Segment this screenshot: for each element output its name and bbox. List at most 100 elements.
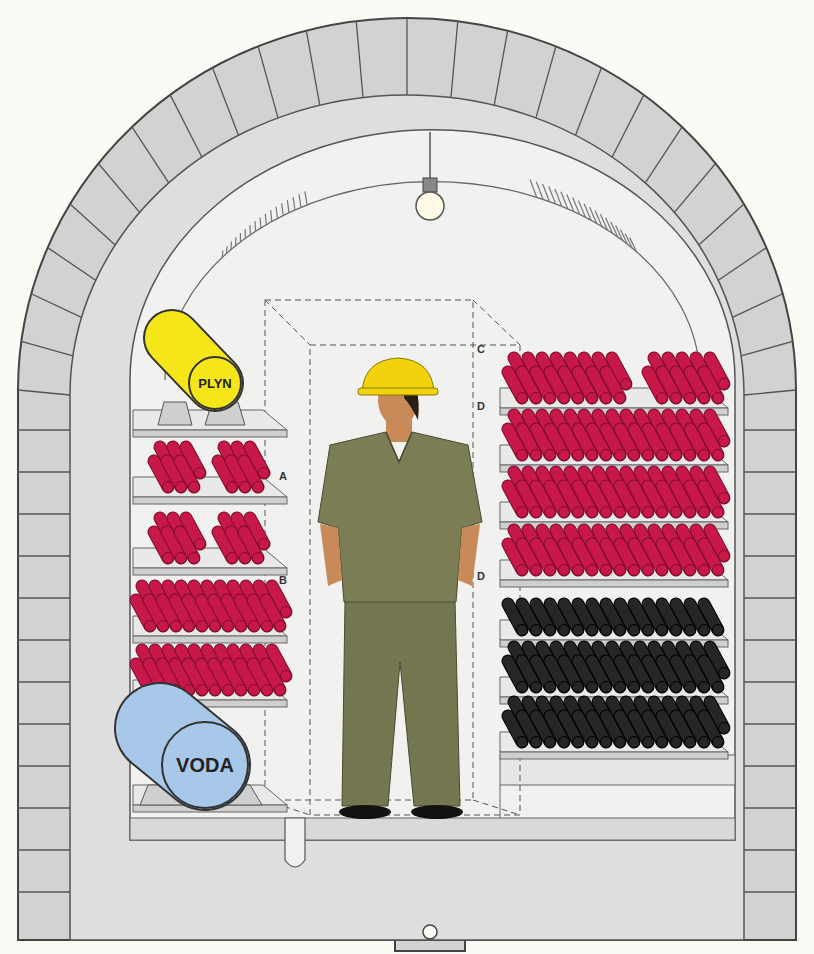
worker-arm bbox=[320, 524, 342, 586]
callout-letter: A bbox=[279, 470, 287, 482]
cylinder-end bbox=[189, 357, 241, 409]
stick-end bbox=[643, 507, 654, 518]
hatch-line bbox=[271, 210, 272, 222]
stick-end bbox=[253, 482, 264, 493]
shelf-edge bbox=[500, 580, 728, 587]
stone-joint bbox=[306, 31, 319, 106]
water-tank: VODA bbox=[161, 721, 249, 809]
stick-end bbox=[713, 682, 724, 693]
stone-joint bbox=[170, 95, 202, 157]
stick-end bbox=[275, 685, 286, 696]
stick-end bbox=[615, 450, 626, 461]
stick-end bbox=[531, 682, 542, 693]
stone-joint bbox=[18, 723, 70, 724]
hatch-line bbox=[584, 204, 591, 221]
stick-end bbox=[253, 553, 264, 564]
stick-end bbox=[671, 450, 682, 461]
stick-end bbox=[545, 625, 556, 636]
hatch-line bbox=[222, 250, 224, 258]
hatch-line bbox=[249, 225, 251, 235]
stick-end bbox=[517, 625, 528, 636]
stone-joint bbox=[132, 127, 169, 183]
stick-end bbox=[719, 493, 730, 504]
stick-end bbox=[643, 737, 654, 748]
stone-joint bbox=[18, 849, 70, 850]
stick-end bbox=[601, 625, 612, 636]
stick-end bbox=[643, 625, 654, 636]
stick-end bbox=[517, 507, 528, 518]
floor-slab bbox=[130, 818, 735, 840]
stick-end bbox=[719, 436, 730, 447]
stone-joint bbox=[718, 248, 766, 281]
stick-end bbox=[559, 737, 570, 748]
gas-cylinder: PLYN bbox=[188, 356, 242, 410]
stick-end bbox=[281, 607, 292, 618]
cylinder-end bbox=[162, 722, 248, 808]
callout-letter: D bbox=[477, 570, 485, 582]
stick-end bbox=[657, 682, 668, 693]
stick-end bbox=[517, 450, 528, 461]
hatch-line bbox=[536, 182, 543, 200]
stick-end bbox=[685, 565, 696, 576]
hatch-line bbox=[590, 207, 597, 224]
stick-end bbox=[699, 507, 710, 518]
stick-end bbox=[587, 565, 598, 576]
bulb-wire bbox=[429, 132, 431, 180]
stick-end bbox=[629, 565, 640, 576]
stick-end bbox=[531, 450, 542, 461]
shelf-base-edge bbox=[500, 785, 501, 818]
stone-joint bbox=[70, 204, 115, 245]
stick-end bbox=[517, 737, 528, 748]
stone-joint bbox=[258, 46, 278, 118]
stick-end bbox=[699, 450, 710, 461]
hatch-line bbox=[606, 218, 613, 234]
stone-joint bbox=[744, 891, 796, 892]
stick-end bbox=[531, 625, 542, 636]
stone-joint bbox=[744, 681, 796, 682]
stick-end bbox=[699, 625, 710, 636]
stick-end bbox=[685, 625, 696, 636]
stick-end bbox=[573, 625, 584, 636]
stick-end bbox=[699, 737, 710, 748]
hatch-line bbox=[611, 222, 618, 238]
stone-joint bbox=[18, 891, 70, 892]
stick-end bbox=[573, 450, 584, 461]
hatch-line bbox=[293, 197, 295, 210]
hatch-line bbox=[276, 207, 277, 219]
stick-end bbox=[559, 565, 570, 576]
worker-overall bbox=[318, 432, 482, 602]
stick-end bbox=[699, 393, 710, 404]
stick-end bbox=[629, 507, 640, 518]
stick-end bbox=[573, 393, 584, 404]
stick-end bbox=[713, 625, 724, 636]
stick-end bbox=[531, 737, 542, 748]
stick-end bbox=[657, 565, 668, 576]
stone-joint bbox=[744, 723, 796, 724]
stick-end bbox=[657, 737, 668, 748]
shelf-top bbox=[133, 477, 287, 497]
clearance-front bbox=[310, 345, 520, 815]
shelf-top bbox=[133, 548, 287, 568]
stick-end bbox=[559, 393, 570, 404]
stick-end bbox=[281, 671, 292, 682]
hatch-line bbox=[600, 214, 607, 230]
stick-end bbox=[657, 450, 668, 461]
stick-end bbox=[615, 682, 626, 693]
hatch-line bbox=[235, 237, 236, 246]
stick-end bbox=[685, 682, 696, 693]
stone-joint bbox=[674, 164, 715, 213]
stick-end bbox=[189, 553, 200, 564]
stick-end bbox=[699, 565, 710, 576]
stick-end bbox=[573, 737, 584, 748]
stone-joint bbox=[612, 95, 644, 157]
stick-end bbox=[685, 507, 696, 518]
stick-end bbox=[545, 393, 556, 404]
stick-end bbox=[713, 393, 724, 404]
stone-joint bbox=[744, 429, 796, 430]
stick-end bbox=[621, 379, 632, 390]
stick-end bbox=[545, 737, 556, 748]
stone-joint bbox=[744, 849, 796, 850]
stick-end bbox=[545, 507, 556, 518]
node-text: VODA bbox=[176, 754, 234, 777]
stick-end bbox=[275, 621, 286, 632]
